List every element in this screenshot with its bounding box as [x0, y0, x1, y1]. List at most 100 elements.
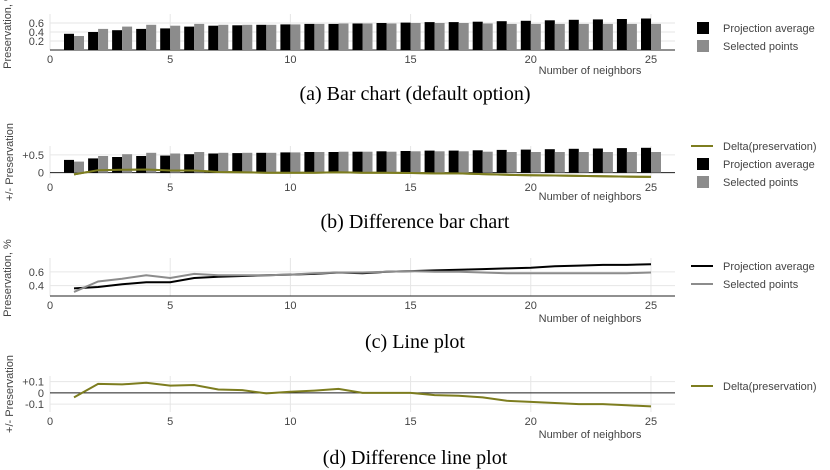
- x-tick-label: 10: [284, 182, 296, 194]
- bar-selected-points: [146, 152, 157, 173]
- bar-projection-average: [160, 28, 171, 50]
- x-tick-label: 5: [167, 300, 173, 312]
- bar-projection-average: [184, 26, 195, 50]
- bar-selected-points: [626, 23, 637, 50]
- bar-selected-points: [74, 161, 84, 173]
- x-tick-label: 20: [525, 300, 537, 312]
- bar-projection-average: [568, 148, 579, 173]
- bar-projection-average: [136, 156, 147, 173]
- bar-selected-points: [98, 28, 109, 50]
- bar-projection-average: [616, 19, 627, 50]
- bar-projection-average: [376, 151, 387, 173]
- bar-projection-average: [472, 150, 483, 173]
- legend-label: Selected points: [723, 279, 799, 291]
- bar-projection-average: [448, 150, 459, 173]
- bar-projection-average: [328, 152, 339, 173]
- y-tick-label: 0.6: [29, 18, 44, 30]
- x-tick-label: 0: [47, 182, 53, 194]
- bar-projection-average: [352, 151, 363, 173]
- bar-selected-points: [434, 151, 445, 173]
- bar-selected-points: [122, 26, 133, 50]
- bar-selected-points: [386, 23, 397, 50]
- panel-caption: (d) Difference line plot: [323, 447, 508, 469]
- bar-projection-average: [400, 22, 411, 50]
- y-tick-label: 0.6: [29, 267, 44, 279]
- x-tick-label: 5: [167, 182, 173, 194]
- x-tick-label: 25: [645, 182, 657, 194]
- bar-projection-average: [472, 21, 483, 50]
- bar-projection-average: [232, 25, 243, 51]
- x-tick-label: 10: [284, 54, 296, 66]
- legend-swatch-bar: [697, 40, 709, 52]
- x-tick-label: 15: [404, 416, 416, 428]
- y-axis-label: +/- Preservation: [4, 355, 16, 433]
- y-tick-label: -0.1: [25, 399, 44, 411]
- bar-projection-average: [520, 20, 531, 51]
- legend-label: Projection average: [723, 23, 815, 35]
- bar-projection-average: [544, 149, 555, 173]
- bar-selected-points: [218, 24, 229, 50]
- bar-selected-points: [194, 152, 205, 173]
- bar-projection-average: [112, 30, 123, 50]
- bar-selected-points: [386, 151, 397, 173]
- x-tick-label: 20: [525, 54, 537, 66]
- series-line-delta-overlay: [73, 168, 652, 178]
- series-line-selected-points: [73, 270, 652, 293]
- x-tick-label: 5: [167, 54, 173, 66]
- y-tick-label: +0.5: [22, 150, 44, 162]
- bar-selected-points: [362, 151, 373, 173]
- bar-selected-points: [290, 24, 301, 50]
- y-axis-label: Preservation, %: [2, 239, 14, 317]
- series-line-delta: [73, 381, 652, 408]
- bar-selected-points: [170, 25, 181, 50]
- bar-selected-points: [530, 23, 541, 50]
- panel-caption: (b) Difference bar chart: [321, 211, 510, 233]
- bar-selected-points: [218, 152, 229, 173]
- y-axis-label: Preservation, %: [2, 0, 14, 69]
- bar-selected-points: [314, 152, 325, 173]
- bar-projection-average: [448, 22, 459, 50]
- bar-selected-points: [410, 23, 421, 50]
- x-tick-label: 10: [284, 416, 296, 428]
- bar-projection-average: [520, 149, 531, 173]
- bar-selected-points: [458, 23, 469, 50]
- y-tick-label: 0: [38, 388, 44, 400]
- bar-selected-points: [578, 152, 589, 173]
- bar-selected-points: [434, 23, 445, 50]
- bar-projection-average: [592, 148, 603, 173]
- bar-projection-average: [496, 21, 507, 50]
- bar-projection-average: [328, 23, 339, 50]
- bar-selected-points: [626, 152, 637, 173]
- legend-label: Selected points: [723, 41, 799, 53]
- legend-swatch-bar: [697, 176, 709, 188]
- bar-projection-average: [592, 19, 603, 50]
- bar-projection-average: [424, 22, 435, 50]
- x-tick-label: 5: [167, 416, 173, 428]
- legend-label: Delta(preservation): [723, 141, 817, 153]
- bar-projection-average: [64, 159, 74, 173]
- bar-selected-points: [651, 23, 661, 50]
- bar-selected-points: [314, 23, 325, 50]
- bar-selected-points: [482, 151, 493, 173]
- bar-selected-points: [602, 23, 613, 50]
- bar-projection-average: [641, 18, 651, 50]
- bar-selected-points: [458, 151, 469, 173]
- bar-projection-average: [376, 23, 387, 50]
- x-tick-label: 20: [525, 182, 537, 194]
- bar-projection-average: [568, 19, 579, 50]
- bar-projection-average: [64, 33, 74, 50]
- bar-selected-points: [290, 152, 301, 173]
- bar-projection-average: [641, 147, 651, 173]
- y-tick-label: 0.4: [29, 27, 44, 39]
- bar-selected-points: [554, 23, 565, 50]
- bar-projection-average: [112, 157, 123, 173]
- bar-selected-points: [74, 36, 84, 50]
- bar-selected-points: [651, 152, 661, 173]
- bar-projection-average: [424, 150, 435, 173]
- bar-selected-points: [410, 151, 421, 173]
- bar-projection-average: [304, 152, 315, 173]
- bar-selected-points: [170, 153, 181, 173]
